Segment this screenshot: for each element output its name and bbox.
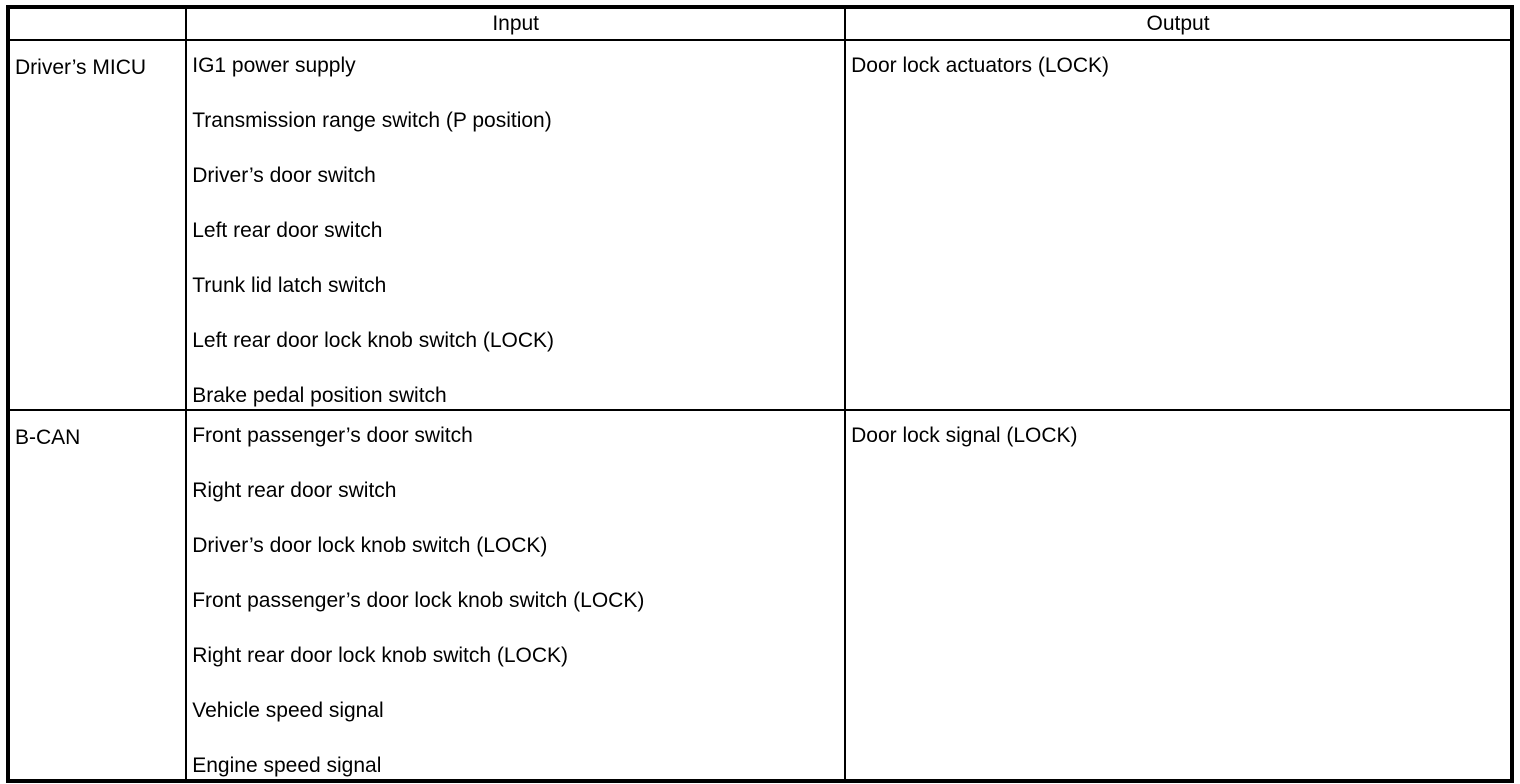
input-item: Transmission range switch (P position)	[192, 109, 552, 132]
output-item: Door lock actuators (LOCK)	[851, 54, 1110, 77]
input-item: Driver’s door lock knob switch (LOCK)	[192, 534, 548, 557]
input-item: Trunk lid latch switch	[192, 274, 387, 297]
input-cell: IG1 power supply Transmission range swit…	[185, 39, 847, 411]
input-item: Left rear door switch	[192, 219, 383, 242]
output-cell: Door lock signal (LOCK)	[844, 409, 1513, 782]
input-item: Front passenger’s door lock knob switch …	[192, 589, 645, 612]
output-item: Door lock signal (LOCK)	[851, 424, 1078, 447]
table-row-b-can: B-CAN Front passenger’s door switch Righ…	[6, 409, 1513, 782]
input-column-header: Input	[185, 6, 847, 41]
input-item: Vehicle speed signal	[192, 699, 384, 722]
input-item: Right rear door lock knob switch (LOCK)	[192, 644, 569, 667]
output-column-header: Output	[844, 6, 1513, 41]
input-item: Driver’s door switch	[192, 164, 376, 187]
input-output-table: Input Output Driver’s MICU IG1 power sup…	[6, 5, 1514, 783]
table-body: Driver’s MICU IG1 power supply Transmiss…	[6, 39, 1513, 782]
source-cell: Driver’s MICU	[6, 39, 188, 411]
output-cell: Door lock actuators (LOCK)	[844, 39, 1513, 411]
input-item: IG1 power supply	[192, 54, 356, 77]
table-header: Input Output	[6, 6, 1513, 41]
input-item: Left rear door lock knob switch (LOCK)	[192, 329, 555, 352]
input-item: Brake pedal position switch	[192, 384, 447, 407]
table-row-drivers-micu: Driver’s MICU IG1 power supply Transmiss…	[6, 39, 1513, 411]
header-row: Input Output	[6, 6, 1513, 41]
input-cell: Front passenger’s door switch Right rear…	[185, 409, 847, 782]
input-item: Right rear door switch	[192, 479, 397, 502]
source-column-header	[6, 6, 188, 41]
input-item: Engine speed signal	[192, 754, 382, 777]
source-cell: B-CAN	[6, 409, 188, 782]
input-item: Front passenger’s door switch	[192, 424, 473, 447]
